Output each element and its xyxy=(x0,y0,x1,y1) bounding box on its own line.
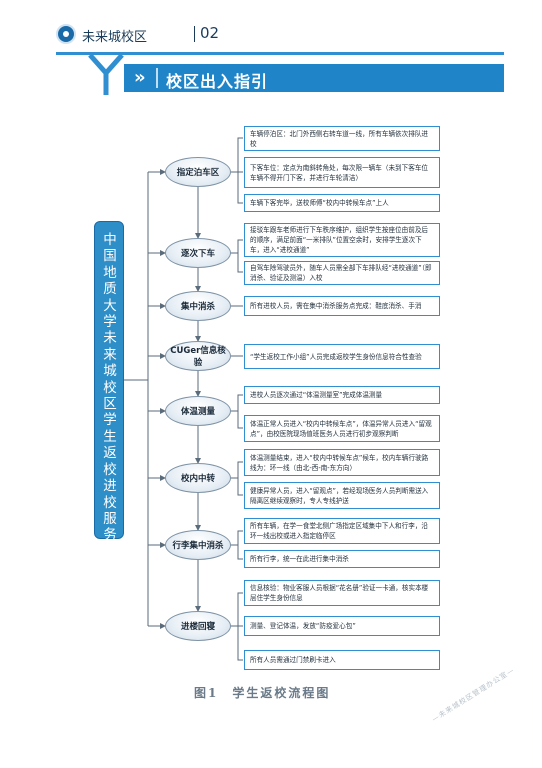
stage-campus-transfer: 校内中转 xyxy=(165,463,231,493)
note-dormitory-1: 信息核验：物业客服人员根据“花名册”验证一卡通，核实本楼层住学生身份信息 xyxy=(244,580,440,606)
figure-caption: 图1 学生返校流程图 xyxy=(194,686,331,700)
section-banner: » 校区出入指引 xyxy=(124,64,504,92)
double-chevron-icon: » xyxy=(134,67,146,88)
stage-temperature-check: 体温测量 xyxy=(165,396,231,426)
note-verification-1: “学生返校工作小组”人员完成返校学生身份信息符合性查验 xyxy=(244,344,440,369)
section-title: 校区出入指引 xyxy=(166,72,269,91)
note-temperature-2: 体温正常人员进入“校内中转候车点”，体温异常人员进入“留观点”，由校医院现场值班… xyxy=(244,415,440,442)
stage-disinfection: 集中消杀 xyxy=(165,291,231,321)
banner-rule xyxy=(56,52,504,55)
stage-luggage-disinfection: 行李集中消杀 xyxy=(165,530,231,560)
note-luggage-1: 所有车辆，在学一食堂北侧广场指定区域集中下人和行李，沿环一线出校或进入指定临停区 xyxy=(244,518,440,544)
stage-dormitory-entry: 进楼回寝 xyxy=(165,611,231,641)
stage-designated-parking: 指定泊车区 xyxy=(165,157,231,187)
root-process-box: 中国地质大学未来城校区学生返校进校服务流程图 xyxy=(94,221,124,593)
header-title: 未来城校区 xyxy=(82,30,148,45)
note-parking-3: 车辆下客完毕，送校师傅“校内中转候车点”上人 xyxy=(244,194,440,212)
stage-cuger-verification: CUGer信息核验 xyxy=(165,341,231,371)
page-number: 02 xyxy=(200,24,220,42)
note-luggage-2: 所有行李，统一在此进行集中消杀 xyxy=(244,550,440,568)
note-transfer-1: 体温测量结束，进入“校内中转候车点”候车，校内车辆行驶路线为：环一线（由北-西-… xyxy=(244,449,440,476)
note-disinfection-1: 所有进校人员，需在集中消杀服务点完成：鞋底消杀、手消 xyxy=(244,296,440,316)
note-temperature-1: 进校人员逐次通过“体温测量室”完成体温测量 xyxy=(244,386,440,404)
page-header: 未来城校区 02 xyxy=(56,24,536,46)
banner-separator xyxy=(156,68,158,88)
root-process-label: 中国地质大学未来城校区学生返校进校服务流程图 xyxy=(103,232,117,593)
university-logo-icon xyxy=(56,24,76,44)
note-alighting-2: 自驾车除驾驶员外，随车人员需全部下车排队经“进校通道”（即消杀、验证及测温）入校 xyxy=(244,261,440,285)
stage-sequential-alighting: 逐次下车 xyxy=(165,238,231,268)
note-dormitory-3: 所有人员需通过门禁刷卡进入 xyxy=(244,650,440,670)
header-divider xyxy=(194,26,195,42)
note-transfer-2: 健康异常人员，进入“留观点”，若经现场医务人员判断需送入隔离区继续观察时，专人专… xyxy=(244,482,440,509)
note-parking-2: 下客车位：定点为南斜转角处，每次限一辆车（未到下客车位车辆不得开门下客，并进行车… xyxy=(244,157,440,188)
note-parking-1: 车辆停泊区：北门外西侧右转车道一线，所有车辆依次排队进校 xyxy=(244,126,440,151)
note-alighting-1: 接驳车跟车老师进行下车秩序维护，组织学生按座位由前及后的顺序，满足前面“一米排队… xyxy=(244,223,440,257)
note-dormitory-2: 测量、登记体温，发放“防疫爱心包” xyxy=(244,616,440,636)
banner-y-shape-icon xyxy=(88,55,124,95)
